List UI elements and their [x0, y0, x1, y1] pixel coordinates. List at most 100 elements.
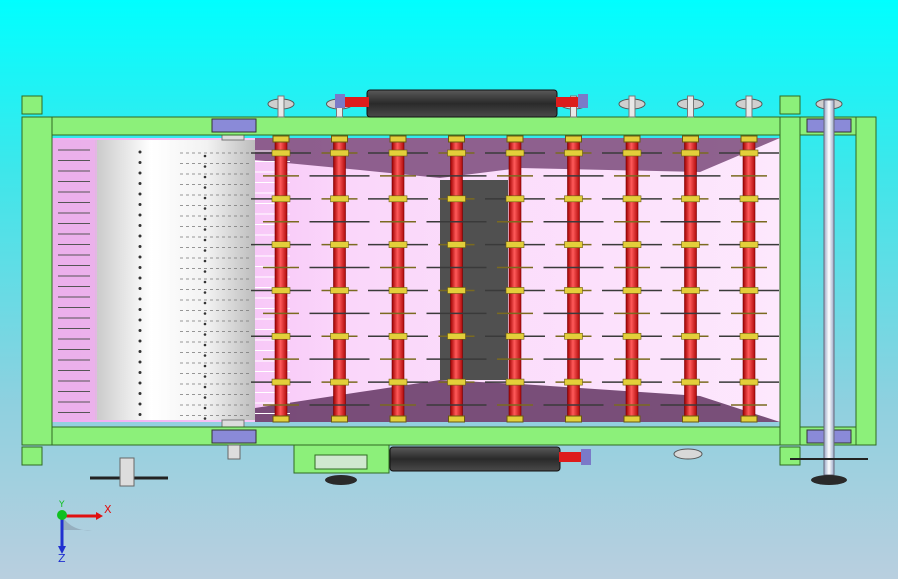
rotor-collar: [739, 149, 759, 157]
rotor-shaft: [660, 135, 721, 423]
roller-stud: [203, 375, 207, 378]
roller-stud: [138, 413, 142, 416]
roller-stud: [203, 228, 207, 231]
rotor-collar: [271, 241, 291, 248]
bearing-left-top: [211, 118, 257, 133]
roller-stud: [138, 150, 142, 154]
rotor-collar: [505, 287, 525, 294]
rotor-collar: [388, 195, 408, 203]
rotor-bottom-collar: [506, 415, 524, 423]
rotor-collar: [447, 287, 466, 294]
roller-stud: [203, 291, 207, 294]
rotor-collar: [330, 332, 349, 340]
rotor-collar: [564, 241, 583, 248]
rotor-collar: [330, 378, 349, 386]
roller-stud: [138, 402, 142, 406]
top-motor-cap-right: [578, 94, 588, 108]
roller-stud: [203, 322, 207, 326]
rotor-collar: [681, 149, 700, 157]
roller-stud: [138, 182, 142, 185]
rotor-collar: [739, 195, 759, 203]
bottom-motor-pulley: [325, 475, 357, 485]
rotor-collar: [564, 149, 583, 157]
frame-left-bracket-bottom: [21, 446, 43, 466]
axis-triad: [57, 510, 103, 554]
roller-stud: [203, 196, 207, 200]
sprocket: [677, 95, 704, 118]
frame-mid-bracket-bottom: [779, 446, 801, 466]
roller-stud: [138, 203, 142, 206]
roller-stud: [138, 371, 142, 374]
rotor-shaft-body: [625, 137, 639, 421]
rotor-collar: [505, 241, 525, 248]
roller-stud: [138, 350, 142, 353]
frame-right-end: [855, 116, 877, 446]
rotor-collar: [447, 378, 466, 386]
roller-stud: [138, 161, 142, 164]
bearing-left-bottom: [211, 429, 257, 444]
roller-stud: [138, 287, 142, 290]
rotor-collar: [622, 332, 642, 340]
roller-stud: [203, 417, 207, 420]
rotor-shaft: [309, 135, 370, 423]
rotor-collar: [271, 332, 291, 340]
rotor-shaft-body: [567, 137, 580, 421]
roller-stud: [203, 385, 207, 389]
right-idler-pulley: [673, 448, 703, 460]
rotor-collar: [330, 149, 349, 157]
rotor-collar: [271, 195, 291, 203]
roller-stud: [203, 333, 207, 336]
left-pulley-hub: [119, 457, 135, 487]
top-motor-cap-left: [335, 94, 345, 108]
frame-bottom-rail: [21, 426, 877, 446]
rotor-collar: [681, 332, 700, 340]
rotor-top-collar: [389, 135, 407, 143]
roller-stud: [138, 318, 142, 322]
rotor-shafts: [251, 135, 779, 423]
roller-stud: [138, 245, 142, 248]
roller-stud: [138, 329, 142, 332]
roller-stud: [203, 259, 207, 263]
rotor-collar: [505, 195, 525, 203]
rotor-collar: [564, 332, 583, 340]
frame-left-post: [21, 116, 53, 446]
rotor-shaft-body: [274, 137, 288, 421]
top-motor-coupling-left: [345, 97, 369, 107]
rotor-collar: [447, 149, 466, 157]
top-motor: [335, 89, 588, 118]
rotor-collar: [271, 378, 291, 386]
feed-roller-left-band: [52, 140, 97, 420]
rotor-collar: [681, 241, 700, 248]
rotor-collar: [330, 241, 349, 248]
feed-roller: [52, 117, 290, 443]
output-shaft-body: [823, 99, 835, 476]
roller-stud: [203, 207, 207, 210]
rotor-collar: [739, 287, 759, 294]
roller-stud: [203, 270, 207, 273]
rotor-top-collar: [331, 135, 348, 143]
roller-stud: [203, 238, 207, 242]
roller-stud: [203, 396, 207, 399]
y-axis-marker: [57, 510, 67, 520]
rotor-collar: [622, 287, 642, 294]
sprocket: [267, 95, 295, 118]
top-motor-coupling-right: [556, 97, 580, 107]
rotor-bottom-collar: [331, 415, 348, 423]
z-axis-label: Z: [58, 552, 66, 565]
output-shaft: [790, 99, 868, 485]
rotor-collar: [564, 378, 583, 386]
roller-stud: [138, 171, 142, 175]
rotor-collar: [330, 287, 349, 294]
rotor-bottom-collar: [389, 415, 407, 423]
roller-stud: [138, 276, 142, 280]
rotor-collar: [622, 241, 642, 248]
roller-stud: [203, 249, 207, 252]
triad-shadow: [62, 516, 92, 531]
z-axis-arrowhead: [58, 546, 66, 554]
rotor-collar: [271, 287, 291, 294]
bottom-motor-body: [389, 446, 561, 472]
roller-stud: [138, 266, 142, 269]
rotor-shaft: [251, 135, 311, 423]
